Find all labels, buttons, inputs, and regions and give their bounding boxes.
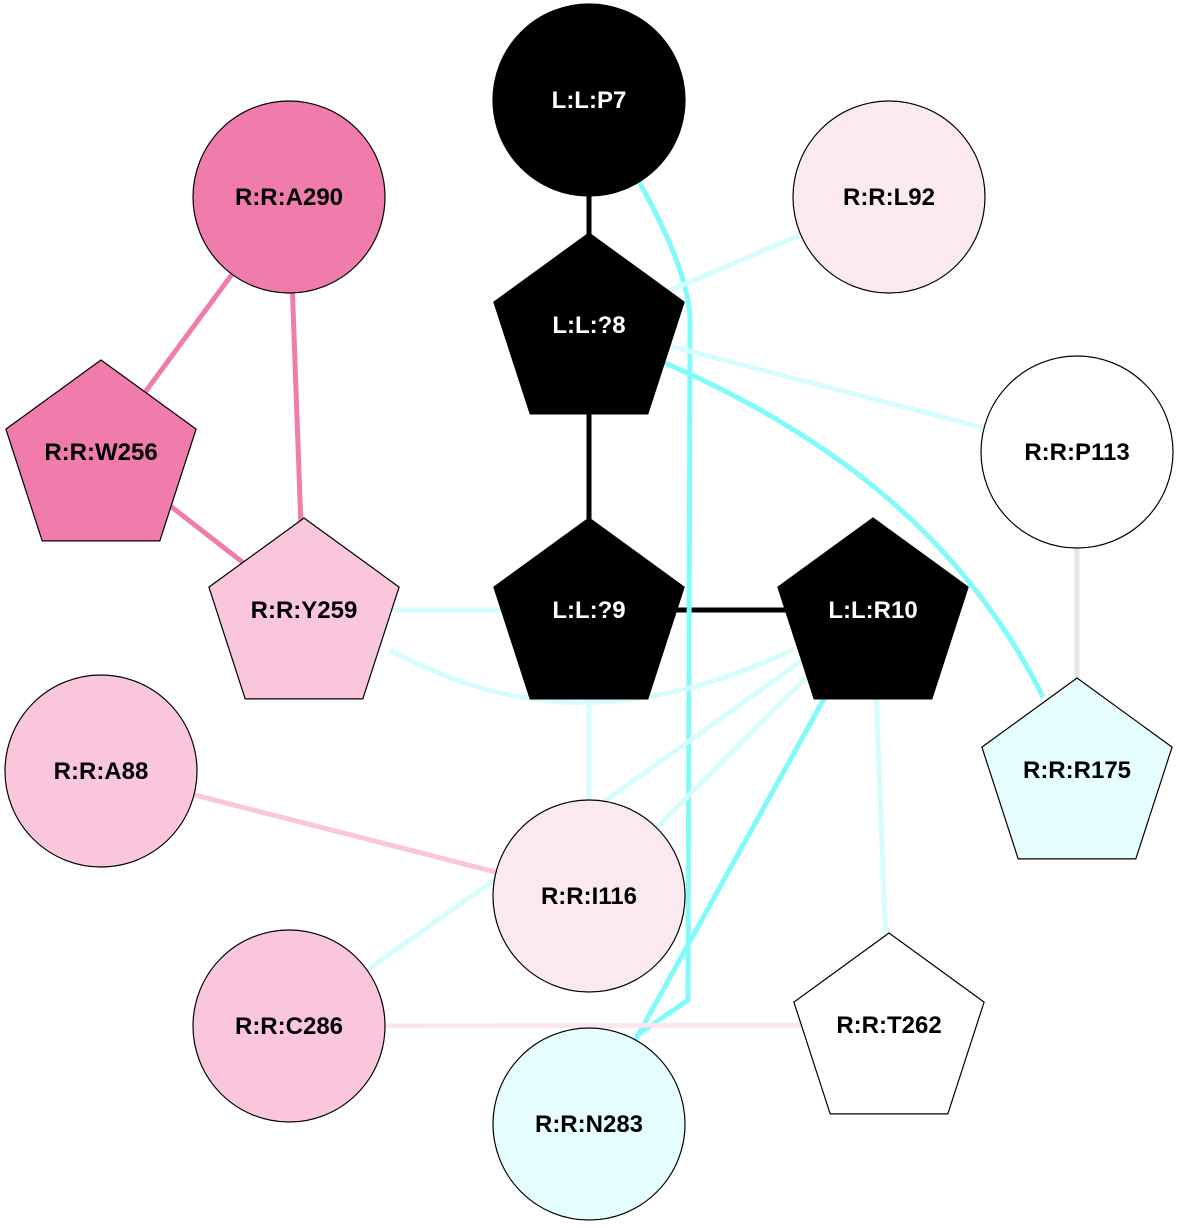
node-pentagon <box>493 232 685 415</box>
node-label: R:R:A88 <box>54 758 149 785</box>
node-label: R:R:A290 <box>235 184 343 211</box>
edge-r10-y259 <box>388 647 795 705</box>
node-y259[interactable]: R:R:Y259 <box>208 517 400 700</box>
node-circle <box>192 100 386 294</box>
node-label: R:R:N283 <box>535 1111 643 1138</box>
edge-q8-r175 <box>662 359 1046 699</box>
nodes-layer: L:L:P7L:L:?8L:L:?9 L:L:R10 R:R:A290R:R:W25… <box>4 3 1174 1221</box>
node-label: R:R:T262 <box>836 1012 941 1039</box>
node-circle <box>192 929 386 1123</box>
node-pentagon <box>777 517 969 700</box>
node-circle <box>492 3 686 197</box>
node-label: R:R:P113 <box>1024 439 1129 466</box>
node-label: R:R:R175 <box>1023 757 1131 784</box>
node-c286[interactable]: R:R:C286 <box>192 929 386 1123</box>
node-label: R:R:C286 <box>235 1013 343 1040</box>
node-w256[interactable]: R:R:W256 <box>5 359 197 542</box>
node-label: R:R:L92 <box>843 184 935 211</box>
node-pentagon <box>981 677 1173 860</box>
node-pentagon <box>208 517 400 700</box>
node-pentagon <box>5 359 197 542</box>
node-label: L:L:?8 <box>552 312 625 339</box>
edge-c286-t262 <box>288 1022 890 1029</box>
node-r175[interactable]: R:R:R175 <box>981 677 1173 860</box>
node-label: R:R:Y259 <box>251 597 358 624</box>
node-p7[interactable]: L:L:P7 <box>492 3 686 197</box>
node-label: R:R:I116 <box>541 883 637 910</box>
node-p113[interactable]: R:R:P113 <box>980 355 1174 549</box>
node-a88[interactable]: R:R:A88 <box>4 674 198 868</box>
node-label: R:R:W256 <box>44 439 157 466</box>
node-label: L:L:P7 <box>552 87 627 114</box>
edge-p7-n283 <box>634 178 693 1039</box>
node-r10[interactable]: L:L:R10 <box>777 517 969 700</box>
node-circle <box>492 799 686 993</box>
node-pentagon <box>793 932 985 1115</box>
node-pentagon <box>493 517 685 700</box>
node-label: L:L:R10 <box>828 597 917 624</box>
node-n283[interactable]: R:R:N283 <box>492 1027 686 1221</box>
node-q9[interactable]: L:L:?9 <box>493 517 685 700</box>
node-t262[interactable]: R:R:T262 <box>793 932 985 1115</box>
node-circle <box>980 355 1174 549</box>
node-circle <box>792 100 986 294</box>
node-l92[interactable]: R:R:L92 <box>792 100 986 294</box>
node-circle <box>492 1027 686 1221</box>
node-a290[interactable]: R:R:A290 <box>192 100 386 294</box>
node-i116[interactable]: R:R:I116 <box>492 799 686 993</box>
node-q8[interactable]: L:L:?8 <box>493 232 685 415</box>
node-circle <box>4 674 198 868</box>
node-label: L:L:?9 <box>552 597 625 624</box>
